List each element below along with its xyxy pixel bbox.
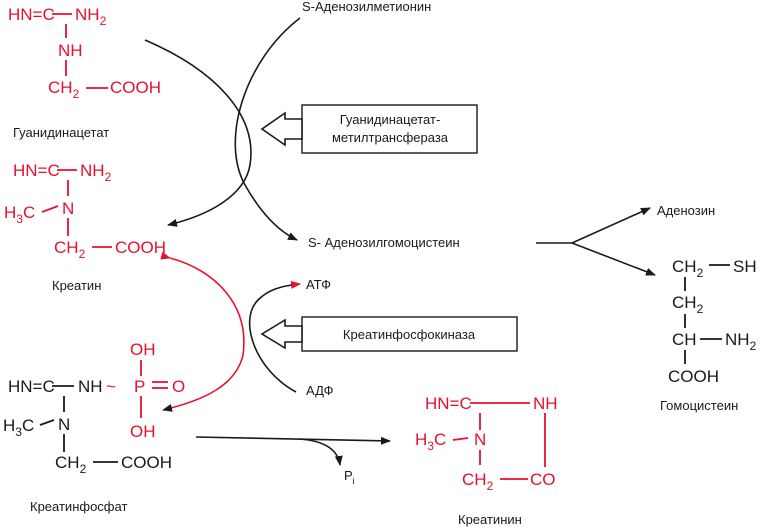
label-atp: АТФ bbox=[306, 277, 331, 292]
formula-cooh: COOH bbox=[121, 453, 172, 472]
formula-oh-bottom: OH bbox=[130, 422, 156, 441]
formula-hn-eq-c: HN=C bbox=[8, 5, 55, 24]
enzyme-ck-name: Креатинфосфокиназа bbox=[343, 327, 476, 342]
formula-n: N bbox=[62, 199, 74, 218]
label-s-adenosylhomocysteine: S- Аденозилгомоцистеин bbox=[308, 235, 460, 250]
label-adp: АДФ bbox=[306, 383, 334, 398]
arrow-to-homocysteine bbox=[571, 242, 656, 276]
formula-hn-eq-c: HN=C bbox=[425, 394, 472, 413]
formula-ch: CH bbox=[672, 330, 697, 349]
bond bbox=[39, 419, 55, 426]
arrow-to-phosphate bbox=[299, 438, 343, 466]
arrow-creatine-phosphate-to-creatinine bbox=[195, 436, 391, 445]
formula-ch2: CH2 bbox=[462, 470, 494, 493]
arrow-guanidinoacetate-to-creatine bbox=[144, 39, 252, 227]
enzyme-ck-arrow-icon bbox=[260, 318, 303, 350]
label-guanidinoacetate: Гуанидинацетат bbox=[13, 125, 109, 140]
label-inorganic-phosphate: Pi bbox=[344, 468, 355, 486]
formula-cooh: COOH bbox=[110, 78, 161, 97]
formula-nh2: NH2 bbox=[75, 5, 107, 28]
formula-nh2: NH2 bbox=[725, 330, 757, 353]
formula-ch2: CH2 bbox=[672, 257, 704, 280]
enzyme-gamt-name-line1: Гуанидинацетат- bbox=[340, 112, 441, 127]
formula-h3c: H3C bbox=[415, 430, 446, 453]
enzyme-ck-box bbox=[301, 316, 518, 352]
formula-co: CO bbox=[530, 470, 556, 489]
formula-p: P bbox=[134, 377, 145, 396]
formula-nh: NH bbox=[533, 394, 558, 413]
creatinine-structure: HN=C NH H3C N CH2 CO bbox=[415, 394, 558, 493]
formula-n: N bbox=[474, 430, 486, 449]
formula-nh2: NH2 bbox=[80, 161, 112, 184]
formula-h3c: H3C bbox=[3, 416, 34, 439]
formula-ch2: CH2 bbox=[48, 78, 80, 101]
enzyme-gamt: Гуанидинацетат- метилтрансфераза bbox=[260, 104, 478, 154]
formula-sh: SH bbox=[733, 257, 757, 276]
enzyme-ck: Креатинфосфокиназа bbox=[260, 316, 518, 352]
formula-h3c: H3C bbox=[4, 203, 35, 226]
arrow-adp-to-atp bbox=[248, 280, 301, 393]
formula-tilde: ~ bbox=[106, 377, 116, 396]
arrow-sam-to-sah bbox=[234, 17, 301, 241]
guanidinoacetate-structure: HN=C NH2 NH CH2 COOH bbox=[8, 5, 161, 101]
formula-hn-eq-c: HN=C bbox=[13, 161, 60, 180]
formula-ch2: CH2 bbox=[54, 238, 86, 261]
formula-ch2: CH2 bbox=[672, 293, 704, 316]
label-creatinine: Креатинин bbox=[458, 512, 522, 527]
enzyme-gamt-box bbox=[301, 104, 478, 154]
formula-cooh: COOH bbox=[115, 238, 166, 257]
bond bbox=[452, 437, 469, 441]
formula-n: N bbox=[58, 415, 70, 434]
enzyme-gamt-arrow-icon bbox=[260, 111, 303, 147]
arrow-to-adenosine bbox=[571, 207, 651, 244]
label-adenosine: Аденозин bbox=[657, 203, 715, 218]
creatine-structure: HN=C NH2 H3C N CH2 COOH bbox=[4, 161, 166, 261]
enzyme-gamt-name-line2: метилтрансфераза bbox=[332, 130, 449, 145]
label-homocysteine: Гомоцистеин bbox=[660, 398, 738, 413]
formula-nh: NH bbox=[58, 41, 83, 60]
label-creatine: Креатин bbox=[52, 278, 101, 293]
formula-ch2: CH2 bbox=[55, 453, 87, 476]
formula-hn-eq-c: HN=C bbox=[8, 377, 55, 396]
creatine-phosphate-structure: HN=C NH ~ P O OH OH H3C N CH2 COOH bbox=[3, 340, 185, 476]
bond bbox=[41, 205, 59, 213]
formula-o: O bbox=[172, 377, 185, 396]
formula-oh-top: OH bbox=[130, 340, 156, 359]
homocysteine-structure: CH2 SH CH2 CH NH2 COOH bbox=[668, 257, 757, 386]
formula-nh: NH bbox=[78, 377, 103, 396]
label-s-adenosylmethionine: S-Аденозилметионин bbox=[302, 0, 431, 14]
label-creatine-phosphate: Креатинфосфат bbox=[30, 499, 127, 514]
formula-cooh: COOH bbox=[668, 367, 719, 386]
arrow-creatine-creatine-phosphate bbox=[160, 251, 245, 412]
